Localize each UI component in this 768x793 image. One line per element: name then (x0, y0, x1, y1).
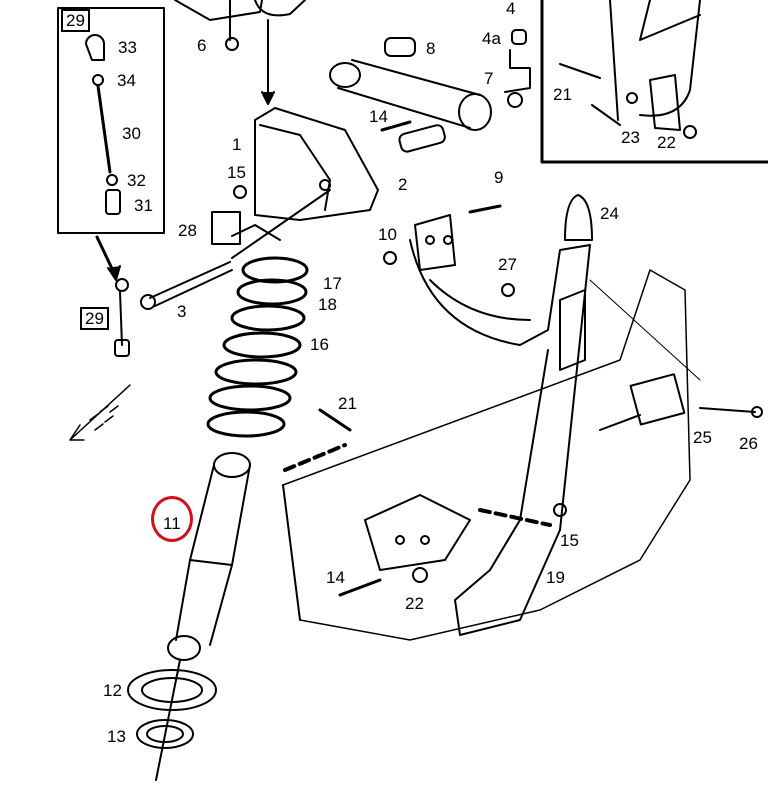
label-34: 34 (117, 71, 136, 90)
label-9: 9 (494, 168, 504, 187)
label-6: 6 (197, 36, 207, 55)
snap-ring-13 (136, 719, 194, 749)
label-14-lower: 14 (326, 568, 345, 587)
label-30: 30 (122, 124, 141, 143)
label-7: 7 (484, 69, 494, 88)
upper-bracket (174, 0, 263, 21)
label-4: 4 (506, 0, 516, 18)
label-3: 3 (177, 302, 187, 321)
label-29: 29 (80, 307, 109, 330)
pedal-bracket (559, 0, 701, 139)
inset-box-pedal (540, 0, 768, 164)
label-31: 31 (134, 196, 153, 215)
label-19: 19 (546, 568, 565, 587)
label-29-inset: 29 (61, 9, 90, 32)
label-32: 32 (127, 171, 146, 190)
bolt-6 (225, 37, 239, 51)
highlight-circle (151, 496, 193, 542)
rear-bracket-19 (409, 194, 593, 636)
bushing-28 (211, 211, 241, 245)
label-17: 17 (323, 274, 342, 293)
label-4a: 4a (482, 29, 501, 48)
label-15: 15 (227, 163, 246, 182)
label-12: 12 (103, 681, 122, 700)
torque-rod (329, 29, 531, 153)
label-23: 23 (621, 128, 640, 147)
label-22-inset: 22 (657, 133, 676, 152)
label-27: 27 (498, 255, 517, 274)
coil-spring (206, 256, 309, 438)
label-22: 22 (405, 594, 424, 613)
label-21: 21 (338, 394, 357, 413)
label-14: 14 (369, 107, 388, 126)
link-rod-29 (114, 278, 130, 357)
label-28: 28 (178, 221, 197, 240)
arrow-symbol (69, 384, 131, 441)
label-25: 25 (693, 428, 712, 447)
link-rod-assembly (85, 34, 121, 215)
label-26: 26 (739, 434, 758, 453)
lower-bracket (364, 494, 471, 583)
label-16: 16 (310, 335, 329, 354)
spring-seat-bracket (254, 107, 379, 221)
label-24: 24 (600, 204, 619, 223)
label-33: 33 (118, 38, 137, 57)
label-13: 13 (107, 727, 126, 746)
label-8: 8 (426, 39, 436, 58)
label-21-inset: 21 (553, 85, 572, 104)
label-18: 18 (318, 295, 337, 314)
label-1: 1 (232, 135, 242, 154)
label-10: 10 (378, 225, 397, 244)
mount-25 (599, 373, 763, 431)
label-2: 2 (398, 175, 408, 194)
spring-seat-12 (127, 669, 217, 711)
frame-rail (282, 269, 691, 641)
inset-box-29 (57, 7, 165, 234)
bolt-3 (149, 261, 233, 307)
label-15-lower: 15 (560, 531, 579, 550)
